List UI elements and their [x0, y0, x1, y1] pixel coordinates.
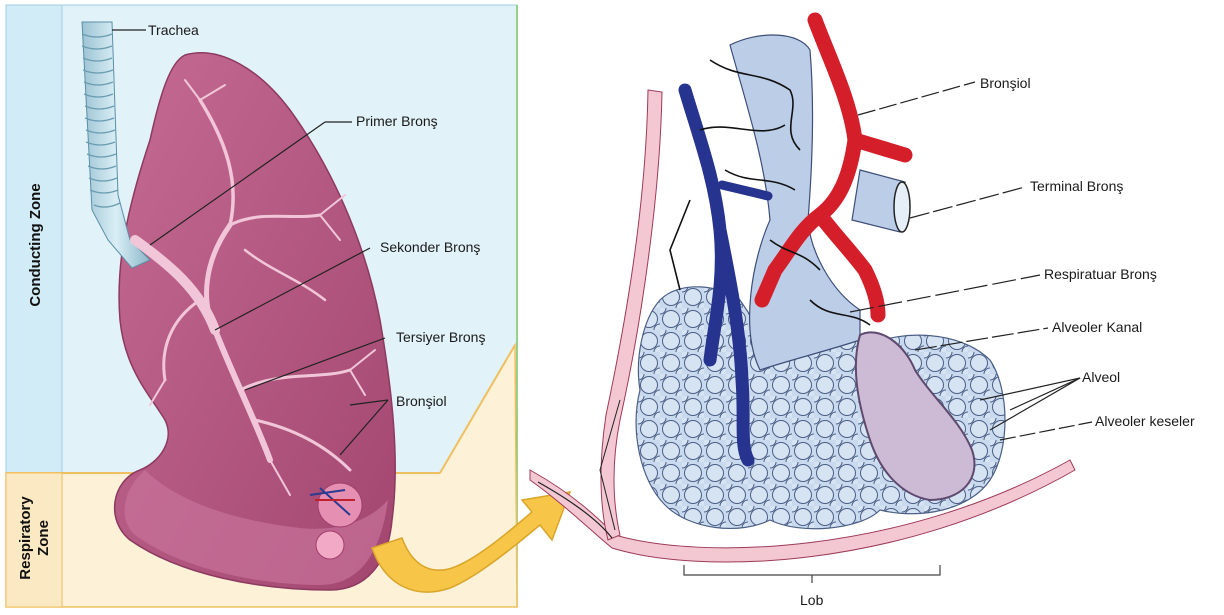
- terminal-bronchus-leader: [910, 187, 1025, 218]
- label-respiratory-bronchus: Respiratuar Bronş: [1044, 266, 1157, 282]
- label-secondary-bronchus: Sekonder Bronş: [380, 239, 480, 255]
- label-alveolar-sacs: Alveoler keseler: [1095, 413, 1195, 429]
- respiratory-zone-sidebar: [6, 473, 62, 607]
- label-bronchiole-right: Bronşiol: [980, 75, 1031, 91]
- bronchiole-right-leader: [858, 82, 975, 115]
- left-panel: Conducting Zone Respiratory Zone: [6, 5, 570, 607]
- label-terminal-bronchus: Terminal Bronş: [1030, 178, 1123, 194]
- label-lobule: Lob: [800, 592, 824, 608]
- label-trachea: Trachea: [148, 22, 199, 38]
- label-bronchiole-left: Bronşiol: [396, 393, 447, 409]
- alveolar-sacs-leader: [1000, 422, 1092, 440]
- label-alveolus: Alveol: [1082, 369, 1120, 385]
- respiratory-zone-label-2: Zone: [35, 520, 52, 556]
- label-alveolar-duct: Alveoler Kanal: [1052, 319, 1142, 335]
- label-primary-bronchus: Primer Bronş: [356, 113, 438, 129]
- alveolus-leader-3: [1010, 378, 1080, 410]
- conducting-zone-label: Conducting Zone: [27, 183, 44, 306]
- respiratory-zone-label: Respiratory: [17, 496, 34, 580]
- label-tertiary-bronchus: Tersiyer Bronş: [396, 329, 485, 345]
- right-panel: Lob Bronşiol Terminal Bronş Respiratuar …: [530, 20, 1195, 608]
- lobule-bracket: [684, 565, 940, 583]
